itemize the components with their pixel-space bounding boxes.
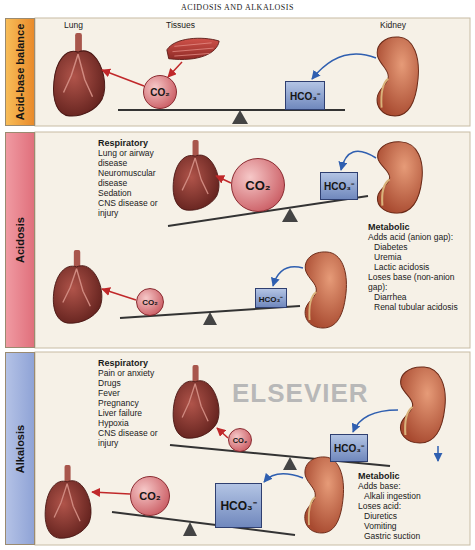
flow-arrow xyxy=(273,267,303,286)
co2-circle: CO₂ xyxy=(228,428,252,452)
formula-label: HCO₃⁻ xyxy=(334,441,364,455)
cause-label: Liver failure xyxy=(98,408,164,418)
kidney-figure xyxy=(305,252,346,328)
panel-ground xyxy=(35,352,470,545)
band-label: Acid-base balance xyxy=(14,23,26,121)
co2-circle: CO₂ xyxy=(231,158,285,212)
co2-circle: CO₂ xyxy=(130,476,170,516)
lung-figure xyxy=(53,250,102,323)
fulcrum xyxy=(203,312,217,325)
cause-label: Loses acid: xyxy=(358,501,466,511)
cause-label: Uremia xyxy=(368,252,468,262)
cause-label: Hypoxia xyxy=(98,418,164,428)
metab-alkalosis-scene xyxy=(45,457,343,538)
fulcrum xyxy=(282,208,298,222)
cause-label: Gastric suction xyxy=(358,531,466,541)
lung-figure xyxy=(54,33,105,116)
cause-label: Pregnancy xyxy=(98,398,164,408)
seesaw-beam xyxy=(112,512,295,535)
cause-label: Pain or anxiety xyxy=(98,368,164,378)
bicarbonate-box: HCO₃⁻ xyxy=(255,288,287,308)
bicarbonate-box: HCO₃⁻ xyxy=(215,483,262,528)
balance-scene xyxy=(54,33,419,124)
cause-label: Neuromuscular disease xyxy=(98,168,164,188)
cause-label: CNS disease or injury xyxy=(98,428,164,448)
kidney-figure xyxy=(401,367,446,443)
organ-label: Kidney xyxy=(380,20,406,30)
lung-figure xyxy=(173,365,219,438)
resp-alkalosis-scene xyxy=(170,365,445,470)
co2-circle: CO₂ xyxy=(143,75,177,109)
organ-label: Tissues xyxy=(166,20,195,30)
cause-label: Adds base: xyxy=(358,481,466,491)
flow-arrow xyxy=(216,176,231,183)
lung-figure xyxy=(173,140,219,210)
figure-title: ACIDOSIS AND ALKALOSIS xyxy=(0,3,475,12)
flow-arrow xyxy=(264,474,303,482)
cause-label: Diuretics xyxy=(358,511,466,521)
cause-label: Alkali ingestion xyxy=(358,491,466,501)
cause-label: Lactic acidosis xyxy=(368,262,468,272)
flow-arrow xyxy=(168,62,182,77)
formula-label: HCO₃⁻ xyxy=(290,89,320,103)
flow-arrow xyxy=(312,54,376,79)
cause-label: Diabetes xyxy=(368,242,468,252)
kidney-figure xyxy=(305,457,344,533)
category-heading: Metabolic xyxy=(358,471,466,481)
formula-label: CO₂ xyxy=(233,436,248,445)
flow-arrow xyxy=(102,289,136,300)
band-label: Alkalosis xyxy=(14,357,26,540)
organ-label: Lung xyxy=(64,20,83,30)
flow-arrow xyxy=(102,70,144,86)
lung-figure xyxy=(45,465,91,538)
cause-label: Vomiting xyxy=(358,521,466,531)
flow-arrow xyxy=(92,492,130,494)
resp-acidosis-scene xyxy=(168,140,422,226)
fulcrum xyxy=(283,457,297,470)
band-label: Acidosis xyxy=(14,137,26,343)
category-band: Alkalosis xyxy=(5,352,35,545)
cause-label: Diarrhea xyxy=(368,292,468,302)
panel-ground xyxy=(35,18,470,126)
muscle-figure xyxy=(167,38,219,59)
formula-label: HCO₃⁻ xyxy=(220,497,256,514)
fulcrum xyxy=(183,522,197,536)
category-band: Acidosis xyxy=(5,132,35,348)
cause-label: Drugs xyxy=(98,378,164,388)
excretion-arrow xyxy=(437,446,439,461)
kidney-figure xyxy=(378,142,423,213)
panel-ground xyxy=(35,132,470,348)
cause-label: Sedation xyxy=(98,188,164,198)
cause-label: Fever xyxy=(98,388,164,398)
bicarbonate-box: HCO₃⁻ xyxy=(285,81,325,110)
formula-label: CO₂ xyxy=(139,490,160,502)
kidney-figure xyxy=(377,37,418,116)
category-heading: Metabolic xyxy=(368,222,468,232)
formula-label: CO₂ xyxy=(245,178,270,193)
cause-label: Renal tubular acidosis xyxy=(368,302,468,312)
category-heading: Respiratory xyxy=(98,358,164,368)
cause-label: Adds acid (anion gap): xyxy=(368,232,468,242)
bicarbonate-box: HCO₃⁻ xyxy=(320,172,358,200)
cause-label: Lung or airway disease xyxy=(98,148,164,168)
category-heading: Respiratory xyxy=(98,138,164,148)
metab-acidosis-scene xyxy=(53,250,346,328)
formula-label: HCO₃⁻ xyxy=(324,179,354,193)
cause-label: Loses base (non-anion gap): xyxy=(368,272,468,292)
formula-label: HCO₃⁻ xyxy=(259,293,283,304)
category-band: Acid-base balance xyxy=(5,18,35,126)
fulcrum xyxy=(232,110,248,124)
co2-circle: CO₂ xyxy=(136,288,164,316)
flow-arrow xyxy=(341,151,376,170)
formula-label: CO₂ xyxy=(142,298,158,307)
formula-label: CO₂ xyxy=(150,87,169,98)
watermark: ELSEVIER xyxy=(232,378,369,408)
cause-label: CNS disease or injury xyxy=(98,198,164,218)
flow-arrow xyxy=(353,410,398,432)
bicarbonate-box: HCO₃⁻ xyxy=(330,434,368,462)
flow-arrow xyxy=(217,428,228,438)
